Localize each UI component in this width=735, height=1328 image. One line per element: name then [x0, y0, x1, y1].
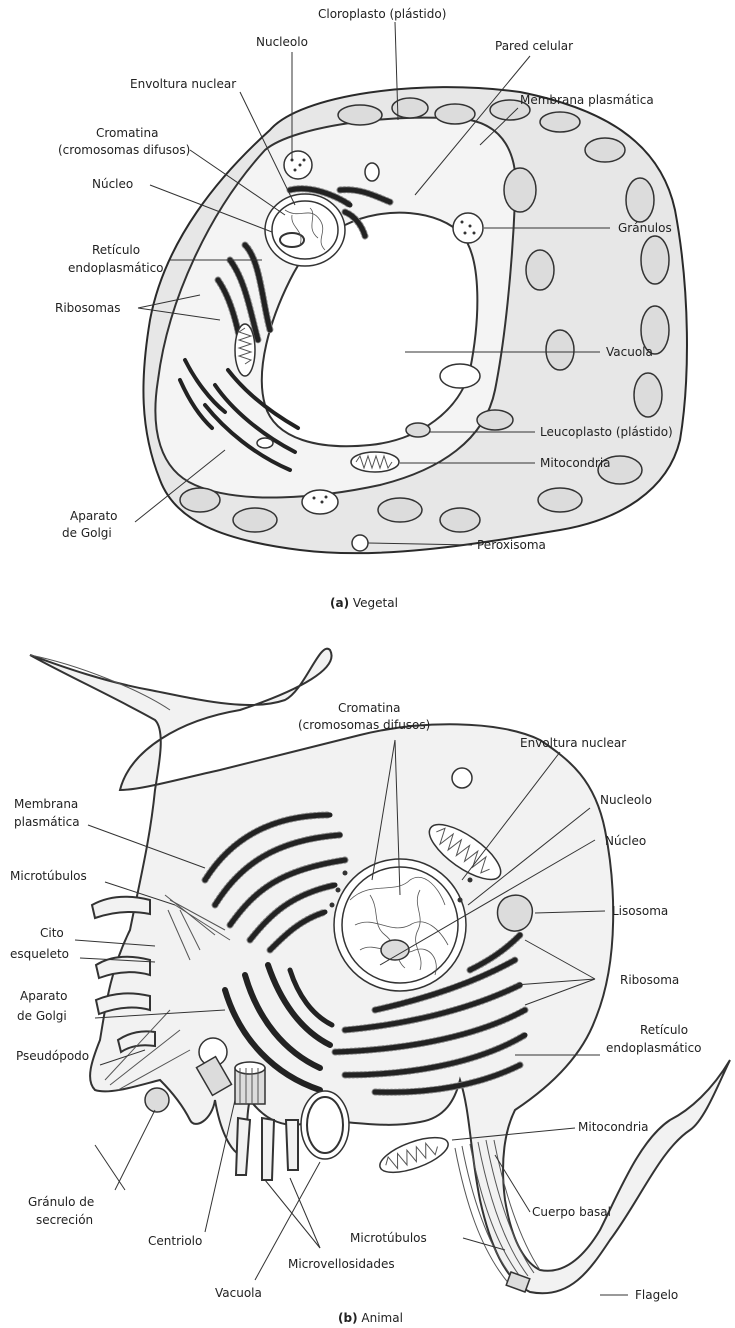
label-mitocondria-b: Mitocondria [578, 1120, 649, 1134]
label-nucleolo: Nucleolo [256, 35, 308, 49]
caption-vegetal: (a) Vegetal [330, 596, 398, 610]
label-cromosomas-difusos-b: (cromosomas difusos) [298, 718, 430, 732]
label-cito-b: Cito [40, 926, 64, 940]
label-ribosoma-b: Ribosoma [620, 973, 679, 987]
label-nucleo: Núcleo [92, 177, 133, 191]
label-pseudopodo-b: Pseudópodo [16, 1049, 89, 1063]
label-centriolo-b: Centriolo [148, 1234, 202, 1248]
label-aparato: Aparato [70, 509, 118, 523]
caption-animal: (b) Animal [338, 1311, 403, 1325]
label-reticulo-b: Retículo [640, 1023, 688, 1037]
label-nucleo-b: Núcleo [605, 834, 646, 848]
label-microtubulos-b: Microtúbulos [10, 869, 87, 883]
label-membrana-b: Membrana [14, 797, 78, 811]
label-envoltura-nuclear: Envoltura nuclear [130, 77, 236, 91]
plant-leucoplast [406, 423, 430, 437]
caption-letter-a: (a) [330, 596, 349, 610]
animal-nucleus [334, 859, 466, 991]
caption-text-a: Vegetal [349, 596, 398, 610]
label-cloroplasto: Cloroplasto (plástido) [318, 7, 446, 21]
label-peroxisoma: Peroxisoma [477, 538, 546, 552]
label-endoplasmatico: endoplasmático [68, 261, 164, 275]
animal-secretory-granule [145, 1088, 169, 1112]
label-vacuola: Vacuola [606, 345, 653, 359]
label-secrecion-b: secreción [36, 1213, 93, 1227]
label-cuerpo-basal-b: Cuerpo basal [532, 1205, 611, 1219]
label-reticulo: Retículo [92, 243, 140, 257]
label-envoltura-nuclear-b: Envoltura nuclear [520, 736, 626, 750]
plant-nucleus [265, 194, 345, 266]
caption-text-b: Animal [358, 1311, 403, 1325]
label-granulos: Gránulos [618, 221, 672, 235]
label-cromatina-b: Cromatina [338, 701, 400, 715]
label-mitocondria: Mitocondria [540, 456, 611, 470]
label-de-golgi-b: de Golgi [17, 1009, 67, 1023]
label-plasmatica-b: plasmática [14, 815, 80, 829]
plant-peroxisome [352, 535, 368, 551]
label-cromosomas-difusos: (cromosomas difusos) [58, 143, 190, 157]
label-leucoplasto: Leucoplasto (plástido) [540, 425, 673, 439]
label-pared-celular: Pared celular [495, 39, 573, 53]
label-esqueleto-b: esqueleto [10, 947, 69, 961]
label-membrana-plasmatica: Membrana plasmática [520, 93, 654, 107]
label-vacuola-b: Vacuola [215, 1286, 262, 1300]
label-microtubulos-bottom-b: Microtúbulos [350, 1231, 427, 1245]
label-endoplasmatico-b: endoplasmático [606, 1041, 702, 1055]
label-lisosoma-b: Lisosoma [612, 904, 668, 918]
animal-microvilli-bottom [236, 1118, 298, 1180]
label-ribosomas: Ribosomas [55, 301, 121, 315]
label-cromatina: Cromatina [96, 126, 158, 140]
label-granulo-de-b: Gránulo de [28, 1195, 94, 1209]
label-de-golgi: de Golgi [62, 526, 112, 540]
caption-letter-b: (b) [338, 1311, 358, 1325]
label-nucleolo-b: Nucleolo [600, 793, 652, 807]
animal-lysosome [498, 895, 533, 931]
plant-cell [143, 87, 687, 553]
label-aparato-b: Aparato [20, 989, 68, 1003]
label-microvellosidades-b: Microvellosidades [288, 1257, 395, 1271]
label-flagelo-b: Flagelo [635, 1288, 678, 1302]
